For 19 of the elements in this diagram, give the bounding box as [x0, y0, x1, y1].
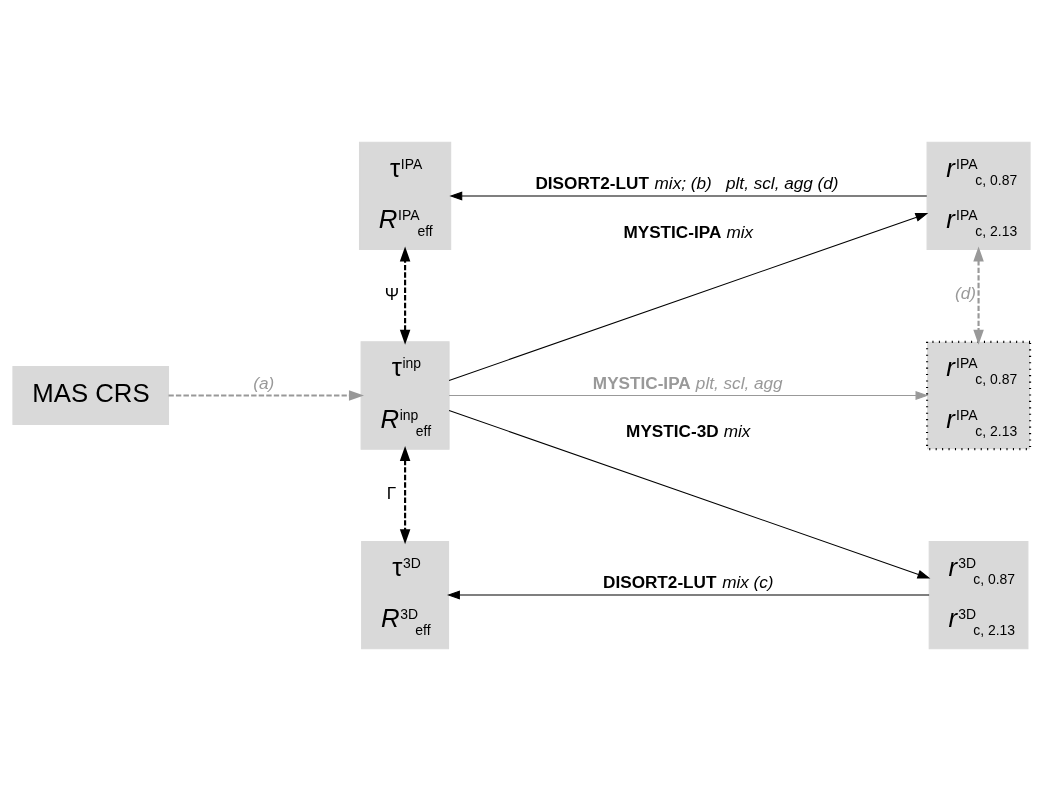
arrow: [399, 445, 411, 545]
arrow: [447, 590, 930, 600]
edge-label: (d): [954, 282, 976, 303]
arrow: [448, 391, 929, 400]
edge-label: MYSTIC-3D mix: [626, 421, 751, 442]
edge-label: (a): [253, 372, 275, 393]
edge-label: MYSTIC-IPA mix: [623, 221, 754, 242]
edge-label: Ψ: [384, 283, 400, 304]
edge-label: DISORT2-LUT mix (c): [603, 572, 774, 593]
arrow: [399, 246, 411, 345]
edge-label: DISORT2-LUT mix; (b) plt, scl, agg (d): [535, 173, 839, 194]
edge-label: MYSTIC-IPA plt, scl, agg: [592, 372, 783, 393]
node-box: MAS CRS: [12, 366, 170, 425]
edge-label: Γ: [386, 483, 397, 504]
arrow: [973, 246, 984, 345]
arrow: [168, 390, 364, 401]
arrow: [449, 191, 928, 201]
arrow: [448, 409, 931, 579]
arrow: [448, 213, 929, 382]
